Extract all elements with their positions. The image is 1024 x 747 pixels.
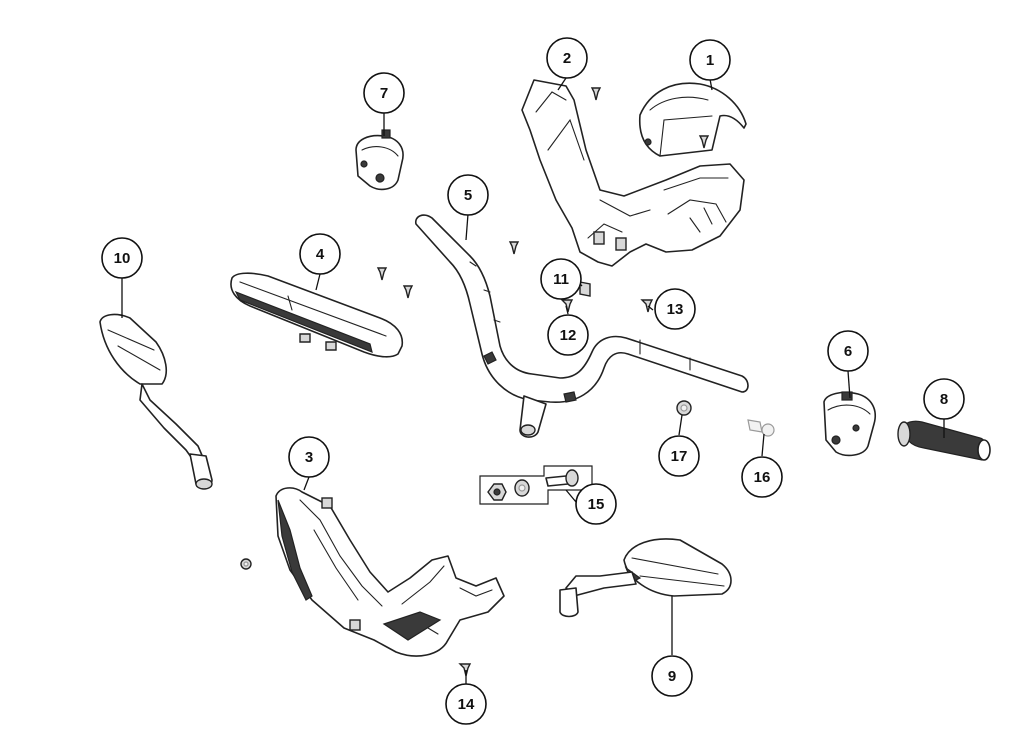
part-upper-cover: [638, 82, 747, 157]
part-hand-grip: [897, 420, 991, 461]
callout-label: 16: [754, 469, 771, 486]
part-bushing-17: [676, 400, 692, 416]
callout-label: 13: [667, 301, 684, 318]
callout-label: 5: [464, 187, 472, 204]
callout-4: 4: [299, 233, 341, 275]
screw-group: [376, 87, 710, 299]
callout-15: 15: [575, 483, 617, 525]
callout-label: 15: [588, 496, 605, 513]
callout-6: 6: [827, 330, 869, 372]
part-switch-housing-left: [355, 129, 404, 191]
part-fastener-set: [479, 465, 593, 505]
part-mirror-right: [559, 538, 732, 618]
callout-label: 10: [114, 250, 131, 267]
callout-9: 9: [651, 655, 693, 697]
callout-label: 14: [458, 696, 475, 713]
callout-label: 12: [560, 327, 577, 344]
leader-lines: [121, 77, 945, 684]
part-lower-cover: [521, 79, 745, 267]
callout-label: 3: [305, 449, 313, 466]
callout-label: 9: [668, 668, 676, 685]
part-switch-housing-right: [823, 391, 876, 457]
callout-11: 11: [540, 258, 582, 300]
callout-label: 7: [380, 85, 388, 102]
callout-12: 12: [547, 314, 589, 356]
callout-label: 17: [671, 448, 688, 465]
part-mirror-left: [99, 313, 213, 490]
callout-label: 2: [563, 50, 571, 67]
part-screw-13: [640, 299, 654, 313]
callout-2: 2: [546, 37, 588, 79]
callout-1: 1: [689, 39, 731, 81]
callout-14: 14: [445, 683, 487, 725]
callout-16: 16: [741, 456, 783, 498]
callout-13: 13: [654, 288, 696, 330]
callout-5: 5: [447, 174, 489, 216]
callout-8: 8: [923, 378, 965, 420]
callout-10: 10: [101, 237, 143, 279]
callout-17: 17: [658, 435, 700, 477]
callout-label: 8: [940, 391, 948, 408]
part-screw-14: [458, 663, 472, 677]
callout-7: 7: [363, 72, 405, 114]
part-handlebar: [414, 214, 749, 438]
part-bolt-16: [747, 419, 775, 437]
callout-label: 6: [844, 343, 852, 360]
callout-3: 3: [288, 436, 330, 478]
part-small-grommet: [240, 558, 252, 570]
callout-label: 11: [553, 271, 569, 288]
callout-label: 1: [706, 52, 714, 69]
part-clip-11: [579, 281, 591, 297]
part-screw-12: [560, 299, 574, 313]
part-instrument-panel: [230, 272, 404, 358]
part-front-cowl: [275, 487, 505, 657]
callout-label: 4: [316, 246, 325, 263]
